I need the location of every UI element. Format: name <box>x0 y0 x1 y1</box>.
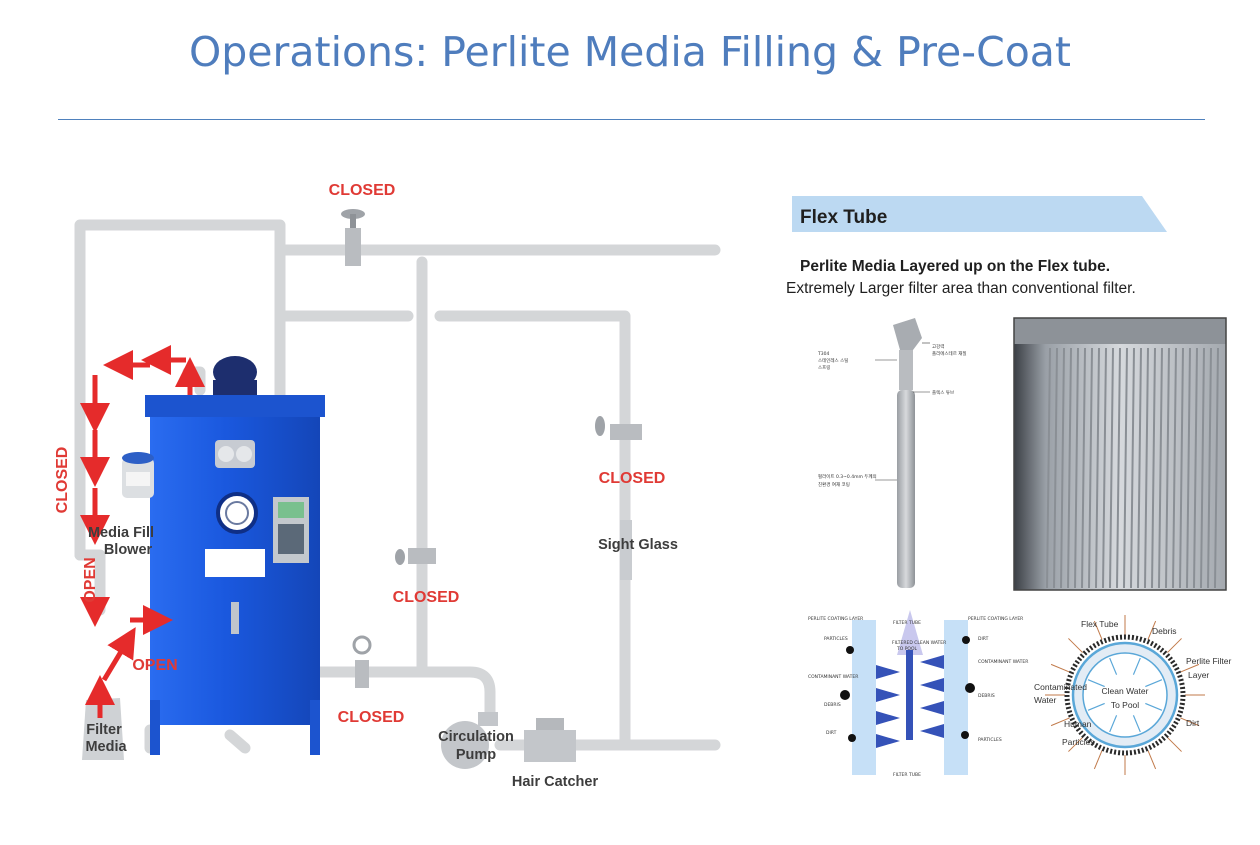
filter-vessel <box>145 356 325 755</box>
xsec-particles-left: PARTICLES <box>824 636 848 642</box>
circulation-pump <box>441 712 498 769</box>
xsec-debris-left: DEBRIS <box>824 702 841 708</box>
flex-tube-line1: Perlite Media Layered up on the Flex tub… <box>800 258 1110 275</box>
media-fill-blower <box>122 452 154 498</box>
circle-clean-2: To Pool <box>1111 700 1139 710</box>
circle-human-2: Particles <box>1062 737 1095 747</box>
xsec-dirt-left: DIRT <box>826 730 837 736</box>
label-pump: Pump <box>456 747 496 763</box>
label-blower: Blower <box>104 542 153 558</box>
xsec-filter-tube-bottom: FILTER TUBE <box>893 772 921 778</box>
xsec-contam-right: CONTAMINANT WATER <box>978 659 1028 665</box>
xsec-dirt-right: DIRT <box>978 636 989 642</box>
callout-eco-coating: 친환경 여재 코팅 <box>818 481 850 488</box>
flow-arrows <box>80 345 205 718</box>
valve-bottom <box>352 635 372 688</box>
callout-perlite-thickness: 펄라이트 0.3~0.4mm 두께의 <box>818 473 877 480</box>
circle-clean-1: Clean Water <box>1102 686 1149 696</box>
circle-debris: Debris <box>1152 626 1177 636</box>
flex-tube-line2: Extremely Larger filter area than conven… <box>786 280 1136 297</box>
sight-glass-left-stub <box>620 520 632 580</box>
filter-circle-diagram <box>1045 615 1205 775</box>
valve-top <box>341 209 365 266</box>
label-media-fill: Media Fill <box>88 525 154 541</box>
label-closed-middle: CLOSED <box>393 589 460 606</box>
label-media: Media <box>85 739 127 755</box>
valve-right <box>595 416 642 440</box>
xsec-particles-right: PARTICLES <box>978 737 1002 743</box>
filter-cross-section <box>840 610 975 775</box>
label-filter: Filter <box>86 722 122 738</box>
label-circulation: Circulation <box>438 729 514 745</box>
circle-perlite-2: Layer <box>1188 670 1209 680</box>
filter-media-bag <box>82 698 124 760</box>
circle-contam-1: Contaminated <box>1034 682 1087 692</box>
flex-tube-header-band <box>792 196 1167 232</box>
flex-tube-photo <box>1013 317 1227 591</box>
pipe-bottom-return <box>314 666 496 718</box>
circle-dirt: Dirt <box>1186 718 1200 728</box>
circle-contam-2: Water <box>1034 695 1057 705</box>
label-open-left: OPEN <box>82 557 99 602</box>
label-closed-right: CLOSED <box>599 470 666 487</box>
callout-high-strength: 고강력 <box>932 343 944 350</box>
pipe-left-lower <box>74 549 106 616</box>
callout-spring: 스프링 <box>818 364 830 371</box>
hair-catcher <box>524 718 576 762</box>
page-title: Operations: Perlite Media Filling & Pre-… <box>189 28 1071 76</box>
flex-tube-header: Flex Tube <box>800 207 887 228</box>
label-sight-glass: Sight Glass <box>598 537 678 553</box>
label-closed-top: CLOSED <box>329 182 396 199</box>
title-divider <box>58 119 1205 120</box>
xsec-perlite-left: PERLITE COATING LAYER <box>808 616 863 622</box>
circle-flex-tube: Flex Tube <box>1081 619 1119 629</box>
callout-steel: 스테인레스 스틸 <box>818 357 848 364</box>
callout-t304: T304 <box>817 351 829 357</box>
xsec-filtered-1: FILTERED CLEAN WATER <box>892 640 946 646</box>
label-closed-bottom: CLOSED <box>338 709 405 726</box>
xsec-filter-tube-top: FILTER TUBE <box>893 620 921 626</box>
xsec-filtered-2: TO POOL <box>896 646 918 652</box>
pipe-vessel-bottom <box>144 724 251 754</box>
pipe-second-row <box>274 310 631 751</box>
xsec-perlite-right: PERLITE COATING LAYER <box>968 616 1023 622</box>
label-closed-left: CLOSED <box>54 447 71 514</box>
callout-flex-tube: 플렉스 튜브 <box>932 389 954 396</box>
callout-polyester: 폴리에스테르 재질 <box>932 350 967 357</box>
xsec-contam-left: CONTAMINANT WATER <box>808 674 858 680</box>
label-open-bottom: OPEN <box>132 657 177 674</box>
circle-perlite-1: Perlite Filter <box>1186 656 1232 666</box>
xsec-debris-right: DEBRIS <box>978 693 995 699</box>
valve-middle <box>395 548 436 565</box>
flex-tube-illustration <box>875 318 930 588</box>
pipe-main-top <box>274 244 721 401</box>
circle-human-1: Human <box>1064 719 1092 729</box>
label-hair-catcher: Hair Catcher <box>512 774 599 790</box>
